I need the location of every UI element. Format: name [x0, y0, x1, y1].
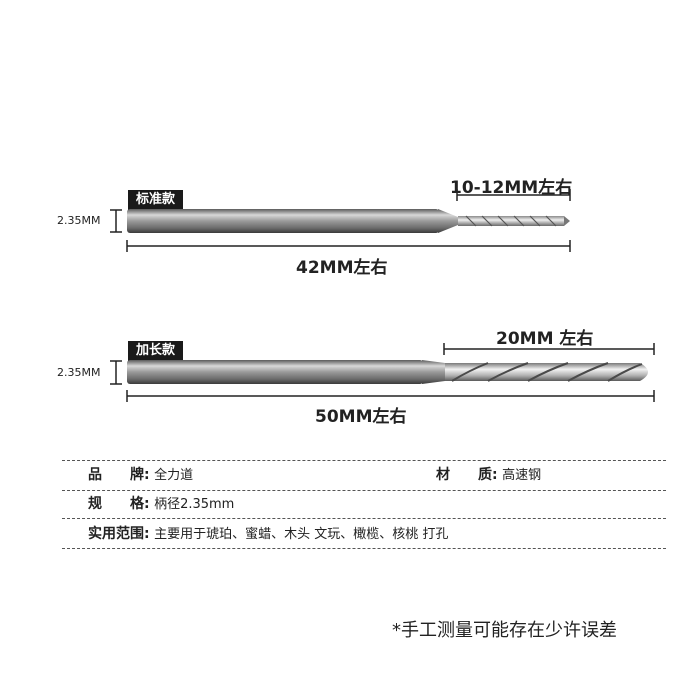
spec-usage-label: 实用范围:	[88, 526, 150, 542]
standard-tip	[564, 216, 570, 226]
spec-material-label: 材 质:	[436, 467, 498, 483]
standard-flute	[458, 216, 564, 226]
spec-material-value: 高速钢	[502, 468, 542, 483]
standard-drill-figure	[110, 189, 571, 252]
extended-tag: 加长款	[128, 341, 184, 361]
spec-brand-value: 全力道	[154, 468, 194, 483]
standard-flute-length: 10-12MM左右	[450, 178, 573, 198]
standard-shank-diameter: 2.35MM	[57, 214, 101, 227]
extended-flute-twist	[451, 362, 643, 382]
spec-usage-value: 主要用于琥珀、蜜蜡、木头 文玩、橄榄、核桃 打孔	[154, 527, 449, 542]
extended-flute-length: 20MM 左右	[496, 329, 594, 349]
extended-total-dimension	[126, 390, 655, 402]
standard-total-length: 42MM左右	[296, 258, 388, 278]
spec-divider-2	[62, 518, 666, 519]
extended-neck	[422, 360, 445, 384]
standard-total-dimension	[126, 240, 571, 252]
extended-flute-dimension	[443, 343, 655, 355]
standard-flute-dimension	[456, 189, 571, 201]
measurement-note: *手工测量可能存在少许误差	[392, 620, 617, 641]
standard-diameter-bracket	[110, 209, 122, 233]
spec-size-label: 规 格:	[88, 496, 150, 512]
extended-shank-diameter: 2.35MM	[57, 366, 101, 379]
standard-flute-twist	[465, 215, 557, 227]
spec-brand-label: 品 牌:	[88, 467, 150, 483]
spec-divider-top	[62, 460, 666, 461]
spec-size-row: 规 格: 柄径2.35mm	[88, 494, 234, 515]
spec-usage-row: 实用范围: 主要用于琥珀、蜜蜡、木头 文玩、橄榄、核桃 打孔	[88, 524, 448, 545]
spec-size-value: 柄径2.35mm	[154, 497, 235, 512]
spec-divider-1	[62, 490, 666, 491]
standard-neck	[438, 209, 458, 233]
spec-divider-bottom	[62, 548, 666, 549]
standard-shank	[127, 209, 439, 233]
extended-diameter-bracket	[110, 360, 122, 385]
spec-brand-row: 品 牌: 全力道	[88, 465, 193, 486]
extended-total-length: 50MM左右	[315, 407, 407, 427]
standard-tag: 标准款	[128, 190, 184, 210]
extended-drill-figure	[110, 343, 655, 402]
spec-material-row: 材 质: 高速钢	[436, 465, 541, 486]
extended-shank	[127, 360, 423, 384]
